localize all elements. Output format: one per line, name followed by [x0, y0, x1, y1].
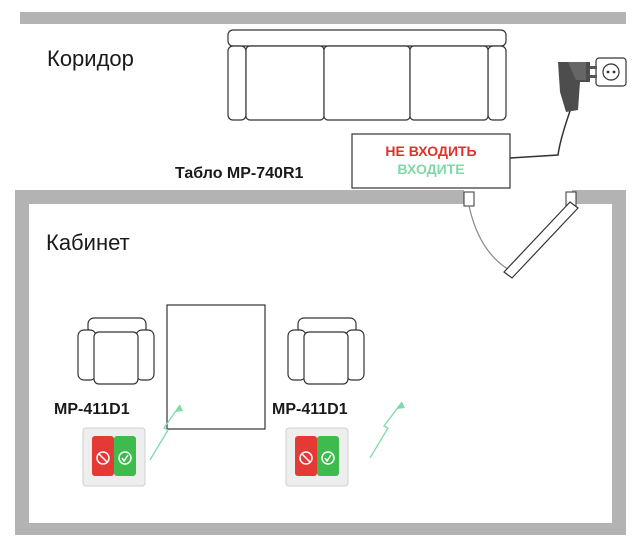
table — [166, 304, 266, 430]
power-adapter-icon — [509, 62, 597, 159]
armchair-icon — [77, 317, 155, 385]
corridor-label: Коридор — [47, 46, 134, 71]
cabinet-label: Кабинет — [46, 230, 130, 255]
call-button-label: MP-411D1 — [272, 401, 348, 418]
wall-socket-icon — [595, 57, 627, 87]
call-button-device — [285, 427, 349, 487]
cabinet-walls — [15, 190, 626, 535]
sofa-icon — [227, 29, 507, 121]
button-red-half — [92, 436, 114, 476]
button-green-half — [317, 436, 339, 476]
sign-panel-frame — [351, 133, 511, 189]
button-red-half — [295, 436, 317, 476]
corridor-wall — [20, 12, 626, 24]
sign-panel: НЕ ВХОДИТЬ ВХОДИТЕ — [352, 143, 510, 177]
sign-enter-text: ВХОДИТЕ — [397, 161, 465, 177]
button-green-half — [114, 436, 136, 476]
sign-panel-caption: Табло MP-740R1 — [175, 165, 304, 182]
call-button-device — [82, 427, 146, 487]
door-icon — [463, 191, 579, 279]
armchair-icon — [287, 317, 365, 385]
call-button-label: MP-411D1 — [54, 401, 130, 418]
wireless-signal-icon — [369, 401, 405, 459]
wireless-signal-icon — [149, 404, 183, 461]
sign-stop-text: НЕ ВХОДИТЬ — [385, 143, 477, 159]
